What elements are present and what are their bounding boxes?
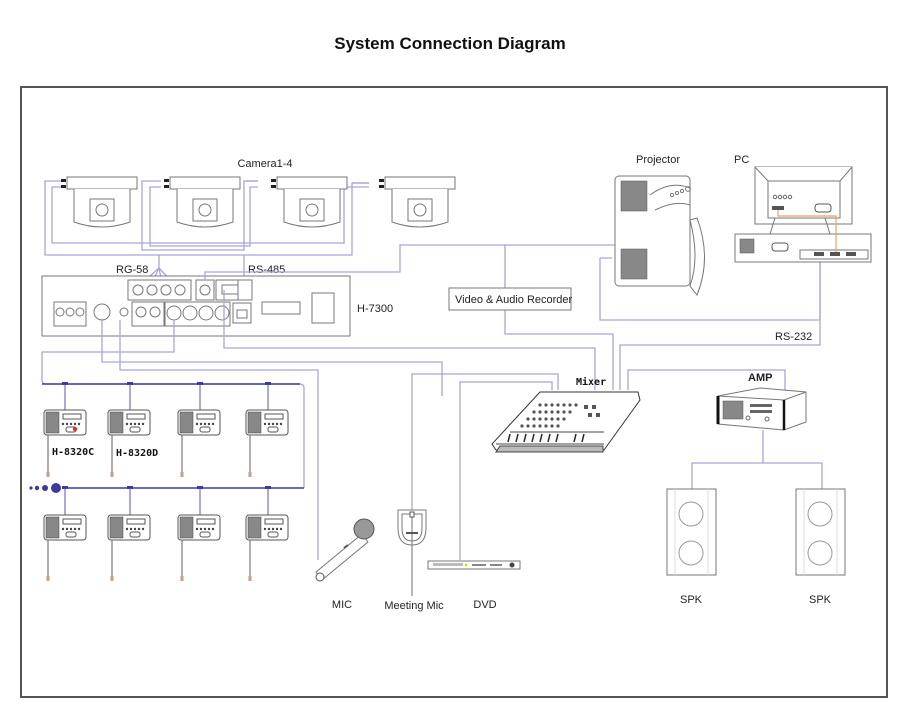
chairman-priority-button bbox=[72, 426, 78, 432]
recorder: Video & Audio Recorder bbox=[448, 287, 573, 311]
recorder-label: Video & Audio Recorder bbox=[455, 294, 573, 306]
conference-unit bbox=[177, 382, 221, 477]
meeting-mic-label: Meeting Mic bbox=[384, 600, 444, 612]
projector-label: Projector bbox=[636, 154, 680, 166]
conference-unit bbox=[107, 382, 151, 477]
mixer-label: Mixer bbox=[576, 376, 606, 388]
controller-h7300: RG-58 RS-485 H-7300 bbox=[41, 264, 393, 337]
conference-unit bbox=[245, 382, 289, 477]
amplifier: AMP bbox=[716, 372, 807, 431]
conference-unit bbox=[43, 382, 87, 477]
speaker-left-label: SPK bbox=[680, 594, 703, 606]
rs232-label: RS-232 bbox=[775, 331, 812, 343]
pc: PC RS-232 bbox=[734, 154, 872, 343]
conference-units bbox=[43, 382, 289, 581]
rg58-label: RG-58 bbox=[116, 264, 148, 276]
diagram-title: System Connection Diagram bbox=[334, 34, 566, 53]
conference-trunk bbox=[29, 383, 304, 493]
controller-label: H-7300 bbox=[357, 303, 393, 315]
conference-unit bbox=[107, 486, 151, 581]
camera-3 bbox=[271, 176, 348, 228]
speaker-right: SPK bbox=[795, 488, 846, 606]
camera-group: Camera1-4 bbox=[61, 158, 456, 228]
handheld-mic: MIC bbox=[315, 518, 375, 611]
speaker-left: SPK bbox=[666, 488, 717, 606]
speaker-right-label: SPK bbox=[809, 594, 832, 606]
rs485-label: RS-485 bbox=[248, 264, 285, 276]
camera-4 bbox=[379, 176, 456, 228]
unit-delegate-label: H-8320D bbox=[116, 448, 158, 459]
diagram-frame bbox=[20, 86, 888, 698]
camera-1 bbox=[61, 176, 138, 228]
dvd-player: DVD bbox=[427, 560, 521, 611]
unit-chairman-label: H-8320C bbox=[52, 447, 94, 458]
conference-unit bbox=[177, 486, 221, 581]
pc-label: PC bbox=[734, 154, 749, 166]
mic-label: MIC bbox=[332, 599, 352, 611]
cameras-label: Camera1-4 bbox=[237, 158, 292, 170]
dvd-label: DVD bbox=[473, 599, 496, 611]
amp-label: AMP bbox=[748, 372, 772, 384]
camera-2 bbox=[164, 176, 241, 228]
projector: Projector bbox=[614, 154, 705, 296]
meeting-mic: Meeting Mic bbox=[384, 509, 444, 612]
pc-video-cable bbox=[777, 210, 837, 252]
conference-unit bbox=[245, 486, 289, 581]
mixer: Mixer bbox=[491, 376, 641, 453]
conference-unit bbox=[43, 486, 87, 581]
